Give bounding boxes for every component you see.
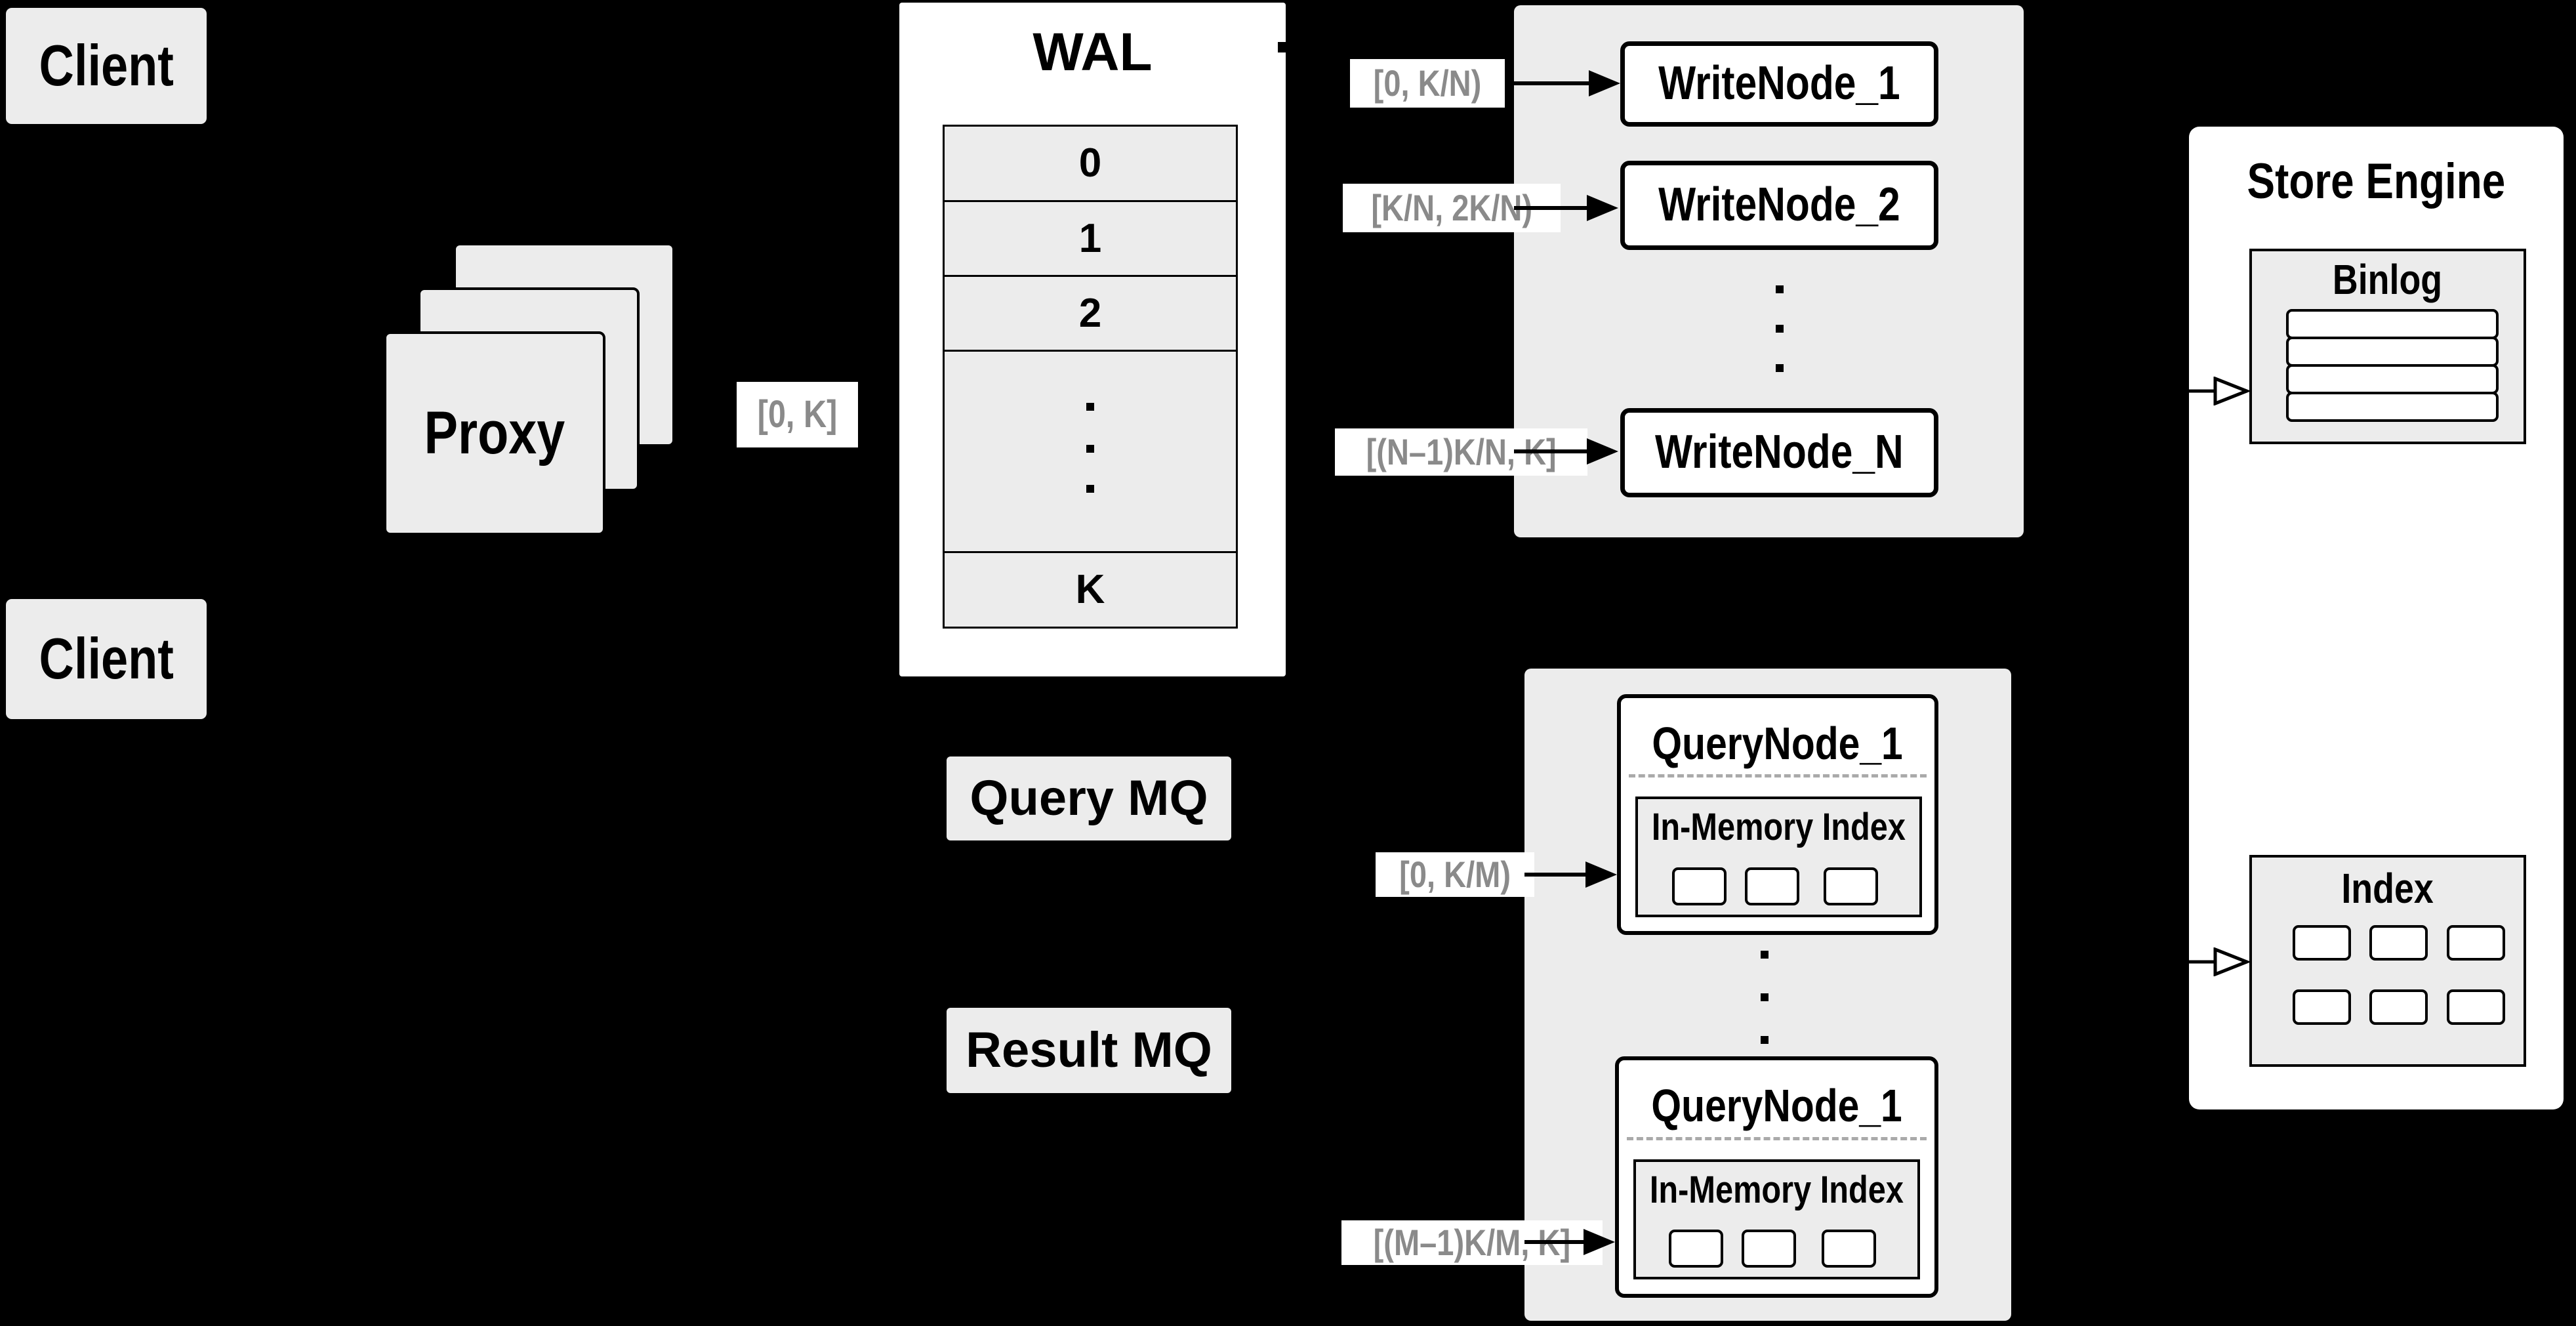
arrow-to-writenode-1 [1514,69,1620,98]
proxy-stack: Proxy [384,243,675,535]
binlog-row [2286,309,2499,339]
in-memory-index-box-top: In-Memory Index [1635,797,1922,917]
range-label-writenode-n: [(N–1)K/N, K] [1335,428,1588,476]
proxy-card-front: Proxy [384,331,605,535]
range-label-proxy-wal: [0, K] [737,382,858,447]
querynode-ellipsis-dot [1761,1036,1768,1044]
arrow-to-writenode-2 [1514,194,1618,222]
wal-row-0: 0 [945,127,1236,202]
arrow-to-binlog [2189,377,2249,405]
wal-row-k: K [1075,567,1105,613]
arrow-to-writenode-n [1514,437,1618,466]
memory-segment [1669,1230,1723,1268]
wal-row-1: 1 [945,202,1236,277]
store-engine-box: Store Engine Binlog Index [2189,127,2564,1109]
wal-title-row: WAL [899,20,1286,85]
writenode-2-box: WriteNode_2 [1620,161,1938,250]
wal-title: WAL [1032,22,1153,82]
store-engine-title: Store Engine [2247,154,2506,210]
binlog-box: Binlog [2249,249,2526,444]
querynode-bottom-title-row: QueryNode_1 [1619,1079,1934,1134]
querynode-bottom-divider [1627,1137,1927,1140]
index-cell [2369,989,2428,1025]
ellipsis-dot [1086,445,1094,453]
memory-segment [1822,1230,1876,1268]
range-label-querynode-1: [0, K/M) [1376,852,1535,897]
proxy-label: Proxy [424,400,565,467]
wal-arrow-stub [1278,42,1286,52]
arrow-to-index [2189,947,2249,976]
wal-row-2: 2 [945,277,1236,352]
wal-row-ellipsis [945,352,1236,553]
arrow-to-querynode-top [1524,860,1617,889]
writenode-ellipsis-dot [1776,364,1784,372]
writenode-1-box: WriteNode_1 [1620,41,1938,127]
in-memory-title-row: In-Memory Index [1649,1168,1904,1211]
memory-segment [1742,1230,1796,1268]
client-top-label: Client [39,33,174,98]
querynode-top-title-row: QueryNode_1 [1621,716,1934,772]
querynode-bottom-box: QueryNode_1 In-Memory Index [1615,1056,1938,1298]
client-box-top: Client [6,8,207,124]
binlog-row [2286,337,2499,367]
writenode-panel: WriteNode_1 WriteNode_2 WriteNode_N [1514,5,2024,537]
writenode-ellipsis-dot [1776,285,1784,293]
client-bottom-label: Client [39,626,174,692]
binlog-row [2286,392,2499,422]
result-mq-label: Result MQ [966,1022,1212,1079]
memory-segment [1745,867,1799,905]
querynode-top-title: QueryNode_1 [1652,718,1904,770]
index-cell [2447,989,2505,1025]
querynode-panel: QueryNode_1 In-Memory Index QueryNode_1 [1524,669,2011,1321]
client-box-bottom: Client [6,599,207,719]
query-mq-box: Query MQ [947,756,1231,840]
writenode-ellipsis-dot [1776,325,1784,333]
arrow-to-querynode-bottom [1524,1228,1615,1256]
memory-segment [1824,867,1878,905]
in-memory-title-row: In-Memory Index [1651,805,1906,848]
querynode-bottom-title: QueryNode_1 [1651,1080,1902,1132]
binlog-title-row: Binlog [2252,257,2524,304]
binlog-row [2286,364,2499,394]
index-cell [2369,925,2428,961]
store-engine-title-row: Store Engine [2189,154,2564,209]
query-mq-label: Query MQ [970,770,1208,827]
querynode-ellipsis-dot [1761,993,1768,1001]
index-box: Index [2249,855,2526,1067]
wal-table: 0 1 2 K [943,125,1238,629]
index-cell [2293,925,2351,961]
index-title-row: Index [2252,865,2524,913]
range-label-writenode-1: [0, K/N) [1350,59,1505,108]
binlog-title: Binlog [2333,256,2443,304]
querynode-ellipsis-dot [1761,951,1768,959]
in-memory-index-box-bottom: In-Memory Index [1633,1159,1920,1279]
index-title: Index [2341,865,2434,913]
wal-container: WAL 0 1 2 K [899,3,1286,676]
index-cell [2447,925,2505,961]
memory-segment [1672,867,1727,905]
querynode-top-box: QueryNode_1 In-Memory Index [1617,694,1938,935]
result-mq-box: Result MQ [947,1008,1231,1093]
ellipsis-dot [1086,403,1094,411]
writenode-n-box: WriteNode_N [1620,408,1938,497]
binlog-rows [2286,309,2499,422]
ellipsis-dot [1086,485,1094,493]
index-cell [2293,989,2351,1025]
querynode-top-divider [1629,774,1927,777]
